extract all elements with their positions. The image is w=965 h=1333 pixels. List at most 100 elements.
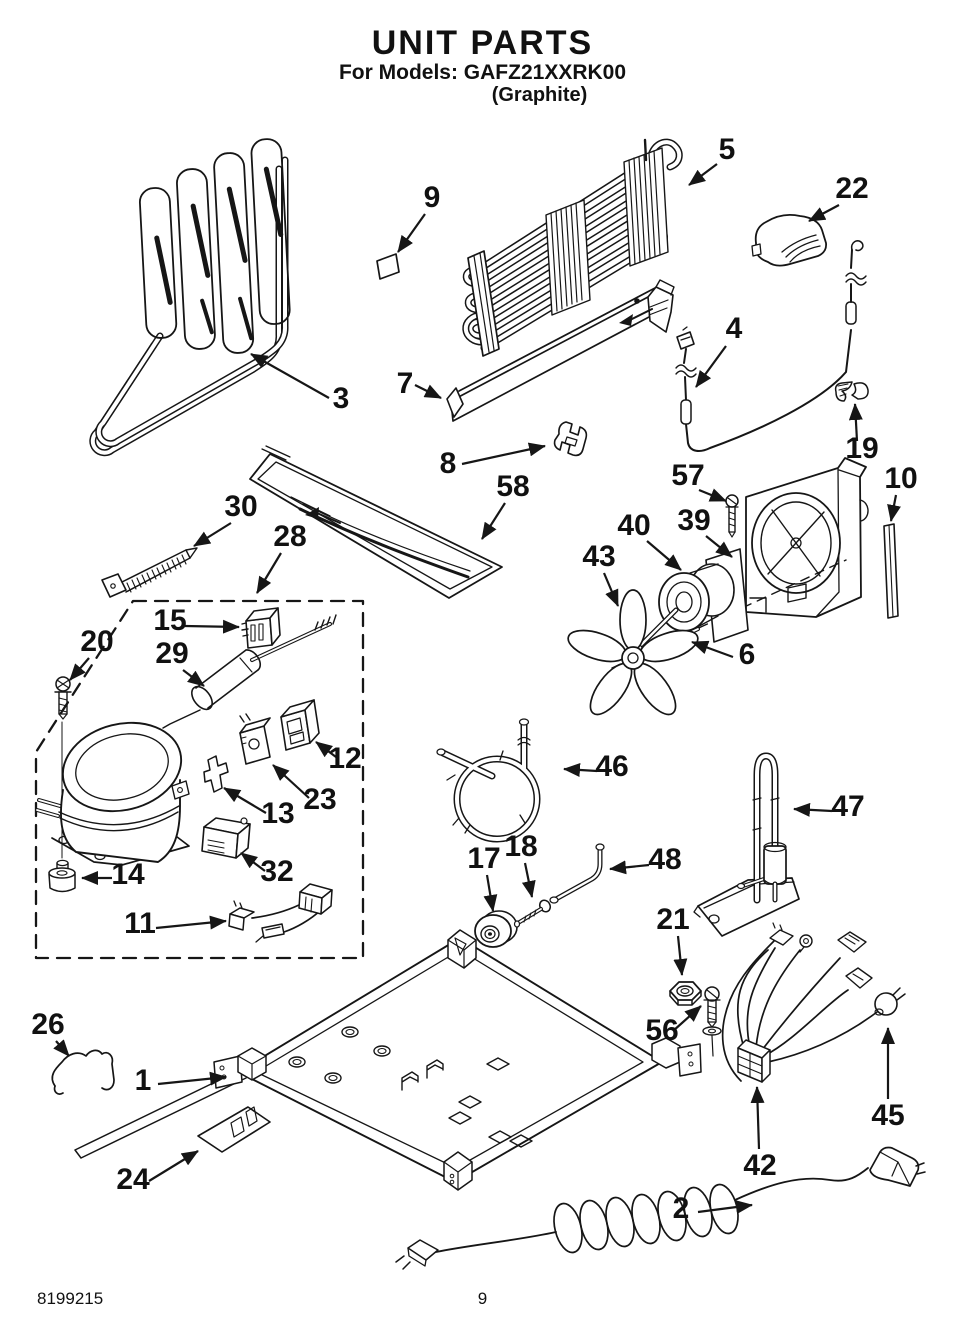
evaporator-clip [553, 421, 588, 457]
fan-blade [567, 589, 699, 716]
evaporator-pin [643, 138, 648, 162]
callout-42-arrow [750, 1086, 765, 1150]
condenser-coil [93, 138, 291, 452]
callout-19-arrow [848, 403, 863, 442]
callout-45-label: 45 [871, 1099, 904, 1132]
compressor-bolt [54, 676, 72, 859]
callout-58-arrow [481, 502, 506, 540]
callout-23-arrow [272, 764, 310, 799]
callout-28-label: 28 [273, 520, 306, 553]
callout-6-label: 6 [739, 638, 756, 671]
wire-clip [834, 381, 869, 402]
callout-29-label: 29 [155, 637, 188, 670]
overload-protector [201, 817, 251, 859]
callout-1-arrow [157, 1071, 227, 1086]
sensor-plug [874, 987, 906, 1016]
callout-2-arrow [697, 1200, 753, 1214]
callout-23-label: 23 [303, 783, 336, 816]
callout-2-label: 2 [673, 1192, 690, 1225]
callout-12-label: 12 [328, 742, 361, 775]
callout-40-arrow [646, 540, 682, 571]
nut [669, 981, 702, 1006]
drain-pan [249, 445, 503, 599]
callout-14-label: 14 [111, 858, 145, 891]
start-relay [241, 607, 281, 649]
callout-46-label: 46 [595, 750, 628, 783]
ground-screw [702, 986, 722, 1057]
callout-30-label: 30 [224, 490, 257, 523]
wiring-harness [721, 922, 878, 1083]
callout-9-label: 9 [424, 181, 441, 214]
callout-12-arrow [315, 741, 337, 758]
callout-10-label: 10 [884, 462, 917, 495]
page-title: UNIT PARTS [371, 24, 594, 62]
callout-47-label: 47 [831, 790, 864, 823]
callout-11-arrow [155, 915, 227, 930]
accumulator-assembly [693, 752, 800, 937]
callout-56-arrow [672, 1005, 702, 1032]
bent-tube [549, 843, 605, 904]
callout-42-label: 42 [743, 1149, 776, 1182]
spacer-part-9 [376, 253, 400, 280]
callout-43-arrow [602, 572, 620, 607]
roller [474, 910, 518, 948]
filter-drier [162, 614, 337, 729]
callout-22-arrow [808, 204, 840, 222]
callout-39-arrow [705, 535, 733, 558]
callout-58-label: 58 [496, 470, 529, 503]
callout-3-arrow [250, 353, 330, 399]
callout-18-label: 18 [504, 830, 537, 863]
kit-boundary-dashed-box [34, 599, 365, 960]
power-cord [395, 1146, 926, 1270]
callout-24-arrow [148, 1150, 199, 1182]
base-pan [74, 929, 702, 1191]
callout-26-arrow [53, 1039, 70, 1057]
callout-4-label: 4 [726, 312, 743, 345]
compressor-grommet [48, 859, 76, 893]
callout-19-label: 19 [845, 432, 878, 465]
callout-7-label: 7 [397, 367, 414, 400]
suction-tube-loop [436, 718, 541, 843]
roller-bolt [513, 899, 552, 928]
compressor [35, 721, 190, 866]
callout-56-label: 56 [645, 1014, 678, 1047]
callout-17-arrow [483, 874, 498, 912]
callout-13-label: 13 [261, 797, 294, 830]
slotted-plate [197, 1106, 271, 1153]
callout-57-label: 57 [671, 459, 704, 492]
thermostat-wire [675, 240, 867, 452]
finish-line: (Graphite) [491, 84, 588, 106]
callout-22-label: 22 [835, 172, 868, 205]
callout-47-arrow [793, 802, 833, 817]
callout-24-label: 24 [116, 1163, 150, 1196]
callout-43-label: 43 [582, 540, 615, 573]
callout-8-label: 8 [440, 447, 457, 480]
callout-48-arrow [609, 860, 650, 875]
callout-1-label: 1 [135, 1064, 152, 1097]
callout-17-label: 17 [467, 842, 500, 875]
document-number: 8199215 [37, 1289, 104, 1308]
terminal-cover [280, 699, 320, 751]
callout-21-arrow [673, 935, 688, 976]
drain-trough [446, 279, 675, 422]
callout-13-arrow [223, 787, 267, 814]
callout-18-arrow [521, 862, 536, 898]
callout-5-label: 5 [719, 133, 736, 166]
evaporator-cover [751, 213, 827, 267]
callout-15-arrow [184, 619, 240, 634]
callout-9-arrow [397, 213, 426, 253]
callout-6-arrow [691, 640, 734, 659]
callout-26-label: 26 [31, 1008, 64, 1041]
callout-10-arrow [887, 494, 901, 522]
callout-8-arrow [461, 442, 546, 466]
callout-40-label: 40 [617, 509, 650, 542]
mounting-strip [883, 523, 899, 619]
callout-21-label: 21 [656, 903, 689, 936]
callout-57-arrow [698, 488, 727, 503]
callout-32-arrow [240, 852, 266, 872]
callout-3-label: 3 [333, 382, 350, 415]
callout-20-arrow [69, 657, 90, 681]
